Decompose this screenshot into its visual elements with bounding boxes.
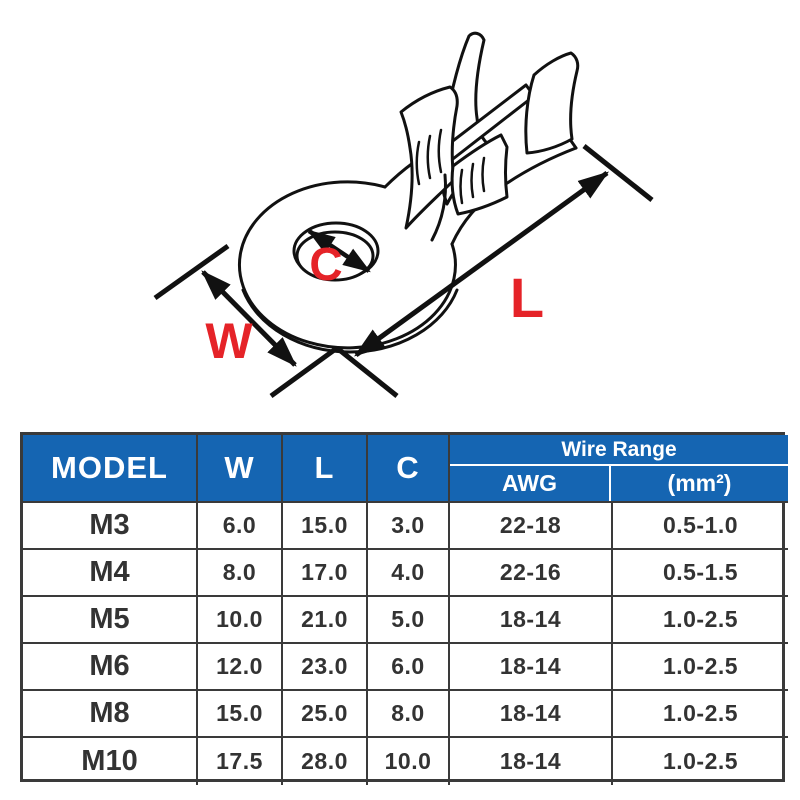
col-header-model: MODEL <box>23 435 198 503</box>
table-cell-c: 10.0 <box>368 738 450 785</box>
dim-label-l: L <box>510 266 544 329</box>
table-cell-l: 17.0 <box>283 550 368 597</box>
crimp-wing-front-left <box>399 85 459 230</box>
col-header-w: W <box>198 435 283 503</box>
table-cell-awg: 18-14 <box>450 597 613 644</box>
table-cell-c: 3.0 <box>368 503 450 550</box>
table-cell-model: M6 <box>23 644 198 691</box>
dim-label-c: C <box>309 238 342 290</box>
table-cell-mm2: 1.0-2.5 <box>662 748 739 774</box>
table-cell-awg: 22-18 <box>450 503 613 550</box>
dim-tick-w-top <box>153 243 230 301</box>
table-cell-c: 6.0 <box>368 644 450 691</box>
wire-range-header-block: Wire Range AWG (mm²) <box>450 435 788 503</box>
table-cell-mm2: 1.0-2.5 <box>613 691 788 738</box>
table-cell-model: M10 <box>23 738 198 785</box>
col-header-l: L <box>283 435 368 503</box>
ring-terminal-diagram: C W L <box>153 31 654 399</box>
table-cell-mm2: 1.0-2.5 <box>613 644 788 691</box>
table-cell-awg: 18-14 <box>450 691 613 738</box>
table-cell-model: M3 <box>23 503 198 550</box>
table-cell-l: 25.0 <box>283 691 368 738</box>
table-cell-c: 5.0 <box>368 597 450 644</box>
col-header-c: C <box>368 435 450 503</box>
spec-table: MODEL W L C Wire Range AWG (mm²) M3 6.0 … <box>20 432 788 785</box>
col-header-wire-range: Wire Range <box>450 435 788 466</box>
table-cell-awg: 18-14 <box>450 644 613 691</box>
table-cell-w: 12.0 <box>198 644 283 691</box>
table-cell-w: 10.0 <box>198 597 283 644</box>
dim-arrow-w <box>201 270 297 367</box>
table-cell-l: 21.0 <box>283 597 368 644</box>
table-cell-w: 17.5 <box>198 738 283 785</box>
table-cell-model: M5 <box>23 597 198 644</box>
crimp-wing-back-right <box>524 51 580 155</box>
table-cell-model: M8 <box>23 691 198 738</box>
table-cell-w: 15.0 <box>198 691 283 738</box>
table-cell-l: 15.0 <box>283 503 368 550</box>
col-header-mm2: (mm²) <box>667 470 732 496</box>
table-cell-w: 8.0 <box>198 550 283 597</box>
dim-tick-w-bottom <box>269 345 339 399</box>
table-cell-c: 4.0 <box>368 550 450 597</box>
dim-tick-l-top <box>582 144 654 202</box>
table-cell-w: 6.0 <box>198 503 283 550</box>
table-cell-l: 28.0 <box>283 738 368 785</box>
table-cell-c: 8.0 <box>368 691 450 738</box>
ring-terminal-drawing: C W L <box>153 31 654 399</box>
table-cell-l: 23.0 <box>283 644 368 691</box>
dim-arrow-l <box>353 170 610 358</box>
table-cell-mm2: 0.5-1.5 <box>613 550 788 597</box>
table-cell-mm2: 0.5-1.0 <box>613 503 788 550</box>
col-header-awg: AWG <box>450 466 611 501</box>
table-cell-model: M4 <box>23 550 198 597</box>
table-cell-mm2: 1.0-2.5 <box>613 597 788 644</box>
dim-tick-l-bottom <box>335 346 399 398</box>
dim-label-w: W <box>205 313 253 369</box>
table-cell-awg: 22-16 <box>450 550 613 597</box>
table-cell-awg: 18-14 <box>450 738 613 785</box>
